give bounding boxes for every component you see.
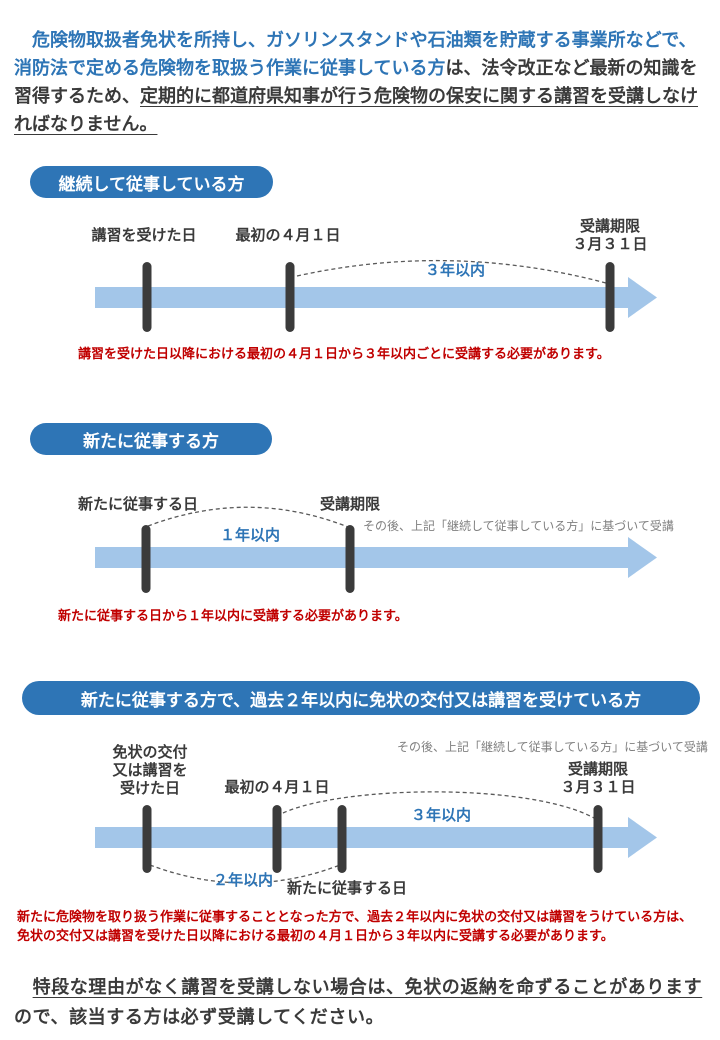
timeline-2-followup-note: その後、上記「継続して従事している方」に基づいて受講 xyxy=(363,519,674,533)
section3-caption: 新たに危険物を取り扱う作業に従事することとなった方で、過去２年以内に免状の交付又… xyxy=(17,907,692,945)
timeline-3-deadline-title: 受講期限 xyxy=(567,761,629,778)
timeline-1-tick-april xyxy=(285,262,295,332)
section1-heading-pill: 継続して従事している方 xyxy=(30,166,273,198)
timeline-3-tick-deadline xyxy=(593,805,603,873)
footer-indent xyxy=(14,977,33,997)
timeline-2-arrow-band xyxy=(95,547,628,568)
timeline-2-tick-start xyxy=(141,525,151,593)
intro-underlined-text: 定期的に都道府県知事が行う危険物の保安に関する講習を受講しなければなりません。 xyxy=(14,86,698,134)
timeline-1-tick-deadline xyxy=(605,262,615,332)
timeline-1-april-label: 最初の４月１日 xyxy=(235,227,341,244)
timeline-2-graphic xyxy=(95,506,657,593)
timeline-3-arrow-band xyxy=(95,827,628,848)
timeline-1-deadline-date: ３月３１日 xyxy=(572,236,648,253)
section3-heading-label: 新たに従事する方で、過去２年以内に免状の交付又は講習を受けている方 xyxy=(80,690,642,710)
footer-paragraph: 特段な理由がなく講習を受講しない場合は、免状の返納を命ずることがありますので、該… xyxy=(14,972,714,1032)
timeline-3-short-duration-arc xyxy=(149,864,341,884)
section1-caption: 講習を受けた日以降における最初の４月１日から３年以内ごとに受講する必要があります… xyxy=(78,346,610,361)
timeline-3-issue-line1: 免状の交付 xyxy=(112,744,188,761)
timeline-2-start-label: 新たに従事する日 xyxy=(77,496,199,513)
section3-caption-line2: 免状の交付又は講習を受けた日以降における最初の４月１日から３年以内に受講する必要… xyxy=(17,928,614,943)
timeline-3-short-duration-label: ２年以内 xyxy=(212,872,274,889)
section3-caption-line1: 新たに危険物を取り扱う作業に従事することとなった方で、過去２年以内に免状の交付又… xyxy=(17,909,693,924)
section2-heading-pill: 新たに従事する方 xyxy=(30,423,272,455)
footer-rest-text: ので、該当する方は必ず受講してください。 xyxy=(14,1007,385,1027)
timeline-3-long-duration-arc xyxy=(282,791,595,819)
timeline-3-newwork-label: 新たに従事する日 xyxy=(286,880,408,897)
timeline-3-april-label: 最初の４月１日 xyxy=(224,779,330,796)
timeline-1-arrow-head xyxy=(628,277,657,318)
section2-caption: 新たに従事する日から１年以内に受講する必要があります。 xyxy=(58,608,408,623)
footer-underlined-text: 特段な理由がなく講習を受講しない場合は、免状の返納を命ずることがあります xyxy=(32,977,703,997)
timeline-2-duration-label: １年以内 xyxy=(219,527,281,544)
timeline-2-arrow-head xyxy=(628,537,657,578)
timeline-3-arrow-head xyxy=(628,817,657,858)
timeline-3-tick-april xyxy=(272,805,282,873)
section1-heading-label: 継続して従事している方 xyxy=(58,174,245,194)
timeline-3-tick-newwork xyxy=(337,805,347,873)
timeline-1-tick-start xyxy=(142,262,152,332)
timeline-3-issue-line3: 受けた日 xyxy=(119,780,181,797)
section2-heading-label: 新たに従事する方 xyxy=(83,431,219,451)
intro-middle-text: は、法令改正など最新の知識を習得するため、 xyxy=(14,58,698,106)
timeline-1-start-label: 講習を受けた日 xyxy=(91,227,197,244)
intro-highlight-text: 危険物取扱者免状を所持し、ガソリンスタンドや石油類を貯蔵する事業所などで、消防法… xyxy=(14,30,697,78)
timeline-2-deadline-label: 受講期限 xyxy=(319,496,381,513)
timeline-1-graphic xyxy=(95,259,657,332)
timeline-3-graphic xyxy=(95,791,657,884)
timeline-3-issue-label: 免状の交付又は講習を受けた日 xyxy=(112,744,187,798)
timeline-2-tick-deadline xyxy=(345,525,355,593)
timeline-3-tick-issue xyxy=(142,805,152,873)
timeline-1-deadline-title: 受講期限 xyxy=(579,218,641,235)
timeline-1-duration-arc xyxy=(296,259,607,284)
timeline-3-issue-line2: 又は講習を xyxy=(112,762,188,779)
timeline-3-long-duration-label: ３年以内 xyxy=(410,807,472,824)
section3-heading-pill: 新たに従事する方で、過去２年以内に免状の交付又は講習を受けている方 xyxy=(22,681,700,715)
timeline-3-deadline-date: ３月３１日 xyxy=(560,779,636,796)
timeline-3-followup-note: その後、上記「継続して従事している方」に基づいて受講 xyxy=(397,740,708,754)
intro-paragraph: 危険物取扱者免状を所持し、ガソリンスタンドや石油類を貯蔵する事業所などで、消防法… xyxy=(14,26,704,138)
timeline-1-duration-label: ３年以内 xyxy=(424,262,486,279)
timeline-1-arrow-band xyxy=(95,287,628,308)
